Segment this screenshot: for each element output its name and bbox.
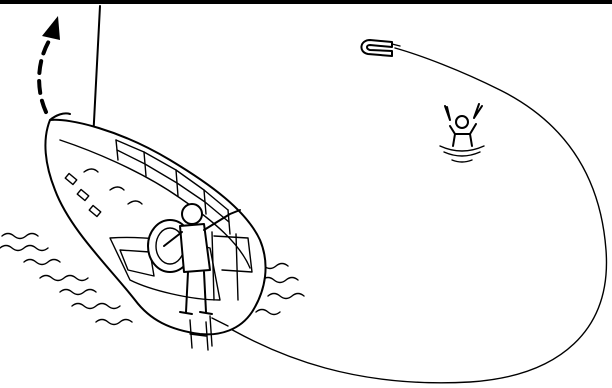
recovery-line [211, 47, 608, 384]
railing [115, 139, 231, 235]
waves-icon [0, 232, 305, 326]
crew-member-icon [163, 203, 241, 315]
lifebuoy-icon [360, 39, 401, 57]
sailboat-icon [44, 5, 267, 351]
dashed-arrow-icon [37, 16, 60, 114]
person-overboard-icon [439, 103, 485, 163]
